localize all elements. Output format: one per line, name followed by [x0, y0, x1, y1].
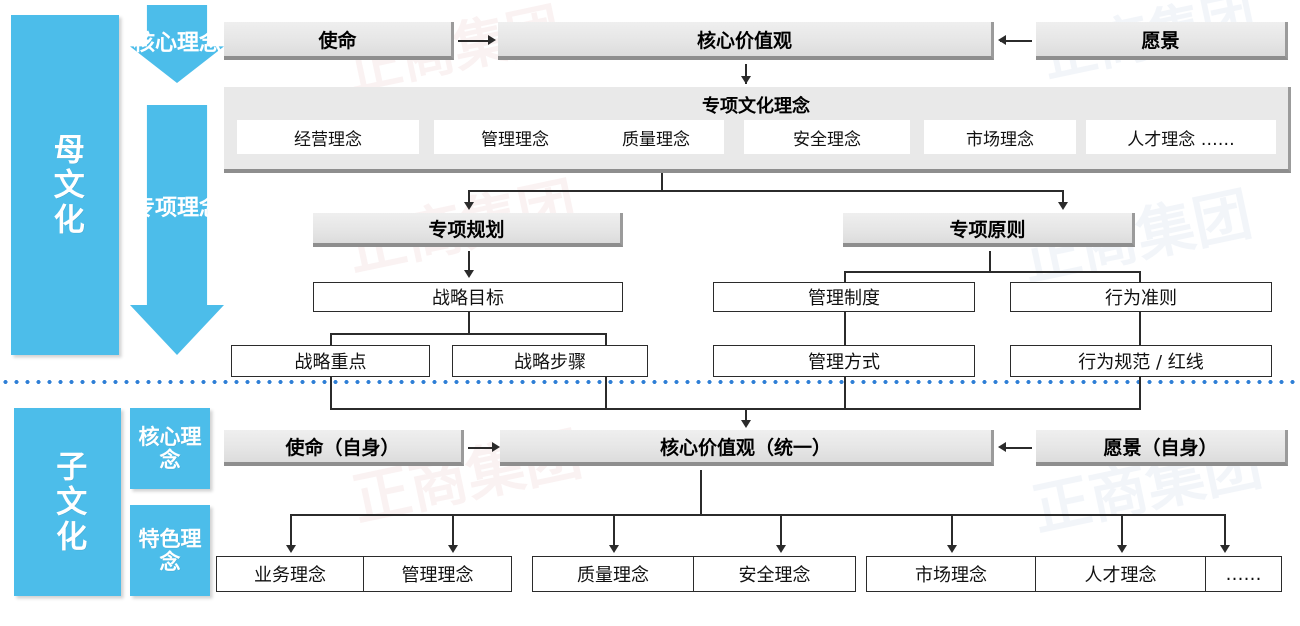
arrow-head-icon [609, 545, 619, 553]
parent-band-special-concept: 专项理念 [130, 105, 224, 355]
connector-concept-stem [1121, 514, 1123, 548]
arrow-head-icon [492, 442, 500, 452]
connector-child-vision-to-core [1002, 447, 1032, 449]
child-concept-box[interactable]: 管理理念 [364, 556, 512, 592]
concept-chip[interactable]: 市场理念 [924, 120, 1076, 154]
parent-band-core-concept: 核心理念 [130, 5, 224, 83]
child-concept-box[interactable]: 业务理念 [216, 556, 364, 592]
child-concept-box[interactable]: 质量理念 [532, 556, 694, 592]
special-culture-panel: 专项文化理念 经营理念 管理理念 质量理念 安全理念 市场理念 人才理念 …… [224, 87, 1291, 173]
connector-vision-to-core [1000, 40, 1032, 42]
child-concept-box[interactable]: 市场理念 [866, 556, 1036, 592]
management-system-box[interactable]: 管理制度 [713, 282, 975, 312]
strategy-goal-box[interactable]: 战略目标 [313, 282, 623, 312]
connector-principle-down [989, 251, 991, 272]
culture-divider [0, 380, 1300, 384]
connector-mission-to-core [458, 40, 490, 42]
connector-mgmt-down [844, 312, 846, 345]
connector-concept-stem [452, 514, 454, 548]
arrow-head-icon [998, 35, 1006, 45]
connector-concept-stem [290, 514, 292, 548]
parent-culture-label: 母文化 [11, 15, 119, 355]
connector-concepts-bus [290, 514, 1224, 516]
concept-chip[interactable]: 安全理念 [744, 120, 910, 154]
arrow-head-icon [1117, 545, 1127, 553]
parent-core-values-box[interactable]: 核心价值观 [498, 22, 994, 60]
watermark: 正商集团 [346, 419, 588, 535]
connector-cross-3 [844, 377, 846, 409]
arrow-head-icon [741, 420, 751, 428]
strategy-focus-box[interactable]: 战略重点 [231, 345, 430, 377]
connector-plan-to-goal [468, 251, 470, 273]
child-culture-label: 子文化 [14, 408, 121, 596]
management-method-box[interactable]: 管理方式 [713, 345, 975, 377]
arrow-head-icon [741, 76, 751, 84]
connector-principle-bus [844, 271, 1140, 273]
special-plan-header[interactable]: 专项规划 [313, 213, 623, 247]
connector-cross-1 [330, 377, 332, 409]
arrow-head-icon [286, 545, 296, 553]
connector-concept-stem [780, 514, 782, 548]
connector-child-mission-to-core [468, 447, 496, 449]
arrow-head-icon [464, 270, 474, 278]
connector-to-strategy-steps [605, 333, 607, 347]
arrow-head-icon [488, 35, 496, 45]
parent-mission-box[interactable]: 使命 [224, 22, 454, 60]
arrow-head-icon [998, 442, 1006, 452]
connector-to-strategy-focus [330, 333, 332, 347]
special-principle-header[interactable]: 专项原则 [843, 213, 1135, 247]
connector-to-special-plan [468, 190, 470, 206]
connector-child-core-down [700, 470, 702, 515]
arrow-head-icon [1220, 545, 1230, 553]
concept-chip[interactable]: 人才理念 …… [1086, 120, 1276, 154]
arrow-head-icon [464, 202, 474, 210]
concept-chip[interactable]: 管理理念 [434, 120, 596, 154]
arrow-head-icon [448, 545, 458, 553]
connector-panel-down [661, 173, 663, 191]
parent-band-special-concept-label: 专项理念 [132, 196, 221, 222]
connector-cross-bus [330, 408, 1141, 410]
child-band-core-concept: 核心理念 [130, 408, 210, 489]
connector-to-behavior-rule [1139, 271, 1141, 283]
child-band-feature-concept: 特色理念 [130, 505, 210, 596]
connector-to-mgmt-system [844, 271, 846, 283]
behavior-rule-box[interactable]: 行为准则 [1010, 282, 1272, 312]
behavior-norm-box[interactable]: 行为规范 / 红线 [1010, 345, 1272, 377]
concept-chip[interactable]: 质量理念 [588, 120, 724, 154]
arrow-head-icon [776, 545, 786, 553]
connector-goal-bus [330, 333, 606, 335]
concept-chip[interactable]: 经营理念 [237, 120, 419, 154]
parent-vision-box[interactable]: 愿景 [1036, 22, 1288, 60]
connector-cross-4 [1139, 377, 1141, 409]
connector-cross-2 [605, 377, 607, 409]
arrow-head-icon [947, 545, 957, 553]
down-arrow-icon [130, 105, 224, 355]
connector-cross-to-core [745, 408, 747, 424]
child-mission-box[interactable]: 使命（自身） [224, 430, 464, 466]
child-vision-box[interactable]: 愿景（自身） [1036, 430, 1288, 466]
special-culture-panel-title: 专项文化理念 [702, 96, 810, 117]
connector-goal-down [468, 312, 470, 334]
child-concept-box[interactable]: …… [1206, 556, 1282, 592]
connector-behavior-down [1139, 312, 1141, 345]
connector-branch-bus [468, 190, 1063, 192]
child-concept-box[interactable]: 安全理念 [694, 556, 856, 592]
connector-concept-stem [1224, 514, 1226, 548]
arrow-head-icon [1058, 202, 1068, 210]
child-concept-box[interactable]: 人才理念 [1036, 556, 1206, 592]
strategy-steps-box[interactable]: 战略步骤 [452, 345, 648, 377]
parent-band-core-concept-label: 核心理念 [132, 31, 221, 57]
connector-concept-stem [951, 514, 953, 548]
connector-concept-stem [613, 514, 615, 548]
connector-to-special-principle [1062, 190, 1064, 206]
child-core-values-box[interactable]: 核心价值观（统一） [500, 430, 994, 466]
connector-core-to-panel [745, 64, 747, 84]
